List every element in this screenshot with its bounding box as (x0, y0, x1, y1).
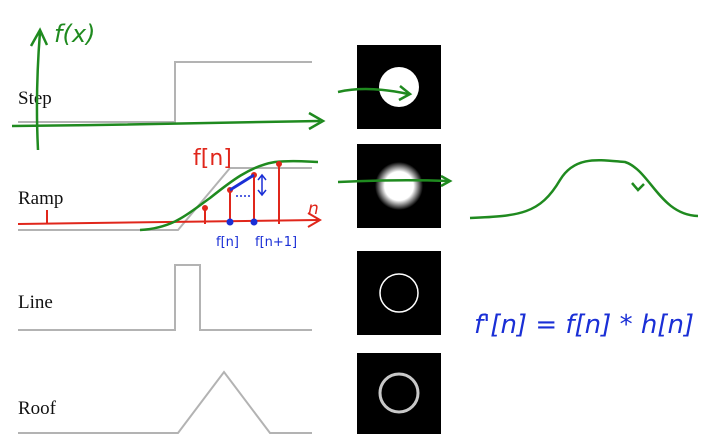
ramp-profile (18, 167, 312, 231)
line-ring (379, 273, 419, 313)
blue-dot-n (226, 218, 234, 226)
roof-profile (18, 370, 312, 434)
fx-label: f(x) (54, 20, 95, 48)
smoothed-bump-curve (469, 158, 699, 220)
fn-point-label: f[n] (216, 235, 239, 250)
ramp-thumb-arrowhead (440, 174, 453, 188)
step-thumb-arrowhead (398, 85, 413, 102)
blue-dot-n1 (250, 218, 258, 226)
row-label-roof: Roof (18, 398, 56, 419)
roof-thumbnail (357, 353, 441, 434)
ramp-n-axis-arrowhead (307, 212, 322, 228)
step-thumb-arrow (337, 87, 409, 96)
difference-double-arrow (257, 173, 267, 197)
line-thumbnail (357, 251, 441, 335)
ramp-n-axis-label: n (308, 199, 319, 219)
step-x-axis-arrowhead (308, 111, 326, 131)
bump-arrowhead (631, 182, 645, 192)
difference-segment (229, 173, 255, 192)
row-label-ramp: Ramp (18, 188, 64, 209)
ramp-green-curve (139, 159, 319, 232)
step-profile (18, 61, 312, 123)
fn1-point-label: f[n+1] (255, 235, 297, 250)
ramp-blurred-disk (375, 162, 423, 210)
roof-ring (378, 372, 420, 414)
row-label-step: Step (18, 88, 52, 109)
ramp-thumbnail (357, 144, 441, 228)
step-x-axis (11, 119, 321, 128)
fx-vertical-axis (35, 31, 42, 151)
fx-axis-arrowhead (29, 27, 49, 47)
sample-dot-4 (276, 161, 282, 167)
ramp-thumb-arrow (337, 179, 449, 184)
line-profile (18, 264, 312, 331)
step-disk (379, 67, 419, 107)
convolution-equation: f'[n] = f[n] * h[n] (474, 310, 694, 340)
ramp-fn-label: f[n] (193, 146, 232, 171)
step-thumbnail (357, 45, 441, 129)
row-label-line: Line (18, 292, 53, 313)
sample-dot-1 (202, 205, 208, 211)
